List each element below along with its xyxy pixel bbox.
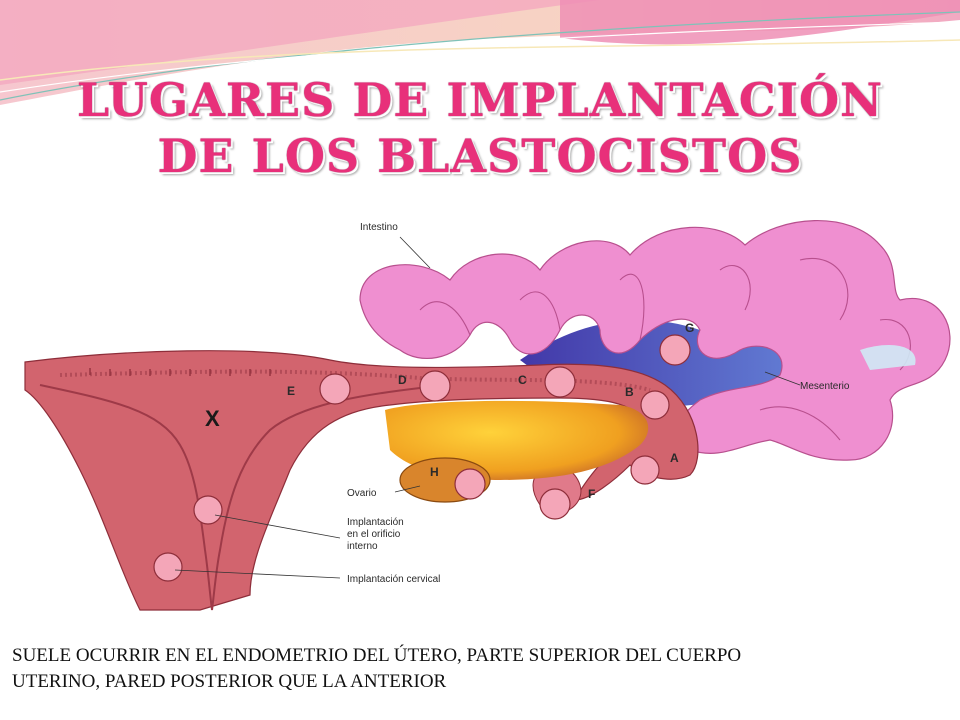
blastocyst-internal-os [193,495,223,525]
blastocyst-d [419,370,451,402]
blastocyst-a [630,455,660,485]
label-implantacion-orificio-2: en el orificio [347,529,401,540]
leader-lines [174,236,801,579]
caption-line-1: SUELE OCURRIR EN EL ENDOMETRIO DEL ÚTERO… [12,645,742,666]
title-line-2: DE LOS BLASTOCISTOS [157,129,803,183]
letter-g: G [685,321,694,335]
letter-h: H [430,465,439,479]
caption-line-2: UTERINO, PARED POSTERIOR QUE LA ANTERIOR [12,671,447,692]
blastocyst-b [640,390,670,420]
letter-a: A [670,451,679,465]
letter-x: X [205,406,220,431]
blastocyst-e [319,373,351,405]
blastocyst-h [454,468,486,500]
intestine [359,220,951,461]
label-intestino: Intestino [360,222,398,233]
page-title: LUGARES DE IMPLANTACIÓN DE LOS BLASTOCIS… [0,72,960,184]
letter-b: B [625,385,634,399]
blastocyst-c [544,366,576,398]
caption: SUELE OCURRIR EN EL ENDOMETRIO DEL ÚTERO… [12,643,952,695]
blastocyst-cervical [153,552,183,582]
blastocyst-f [539,488,571,520]
label-implantacion-orificio-3: interno [347,541,378,552]
blastocyst-g [659,334,691,366]
label-implantacion-cervical: Implantación cervical [347,574,440,585]
label-ovario: Ovario [347,488,377,499]
header-banner [0,0,960,105]
title-line-1: LUGARES DE IMPLANTACIÓN [76,73,884,127]
letter-d: D [398,373,407,387]
label-mesenterio: Mesenterio [800,381,850,392]
implantation-diagram: Intestino Mesenterio Ovario Implantación… [20,215,955,625]
letter-c: C [518,373,527,387]
letter-f: F [588,487,595,501]
label-implantacion-orificio-1: Implantación [347,517,404,528]
blastocysts [153,334,691,582]
letter-e: E [287,384,295,398]
